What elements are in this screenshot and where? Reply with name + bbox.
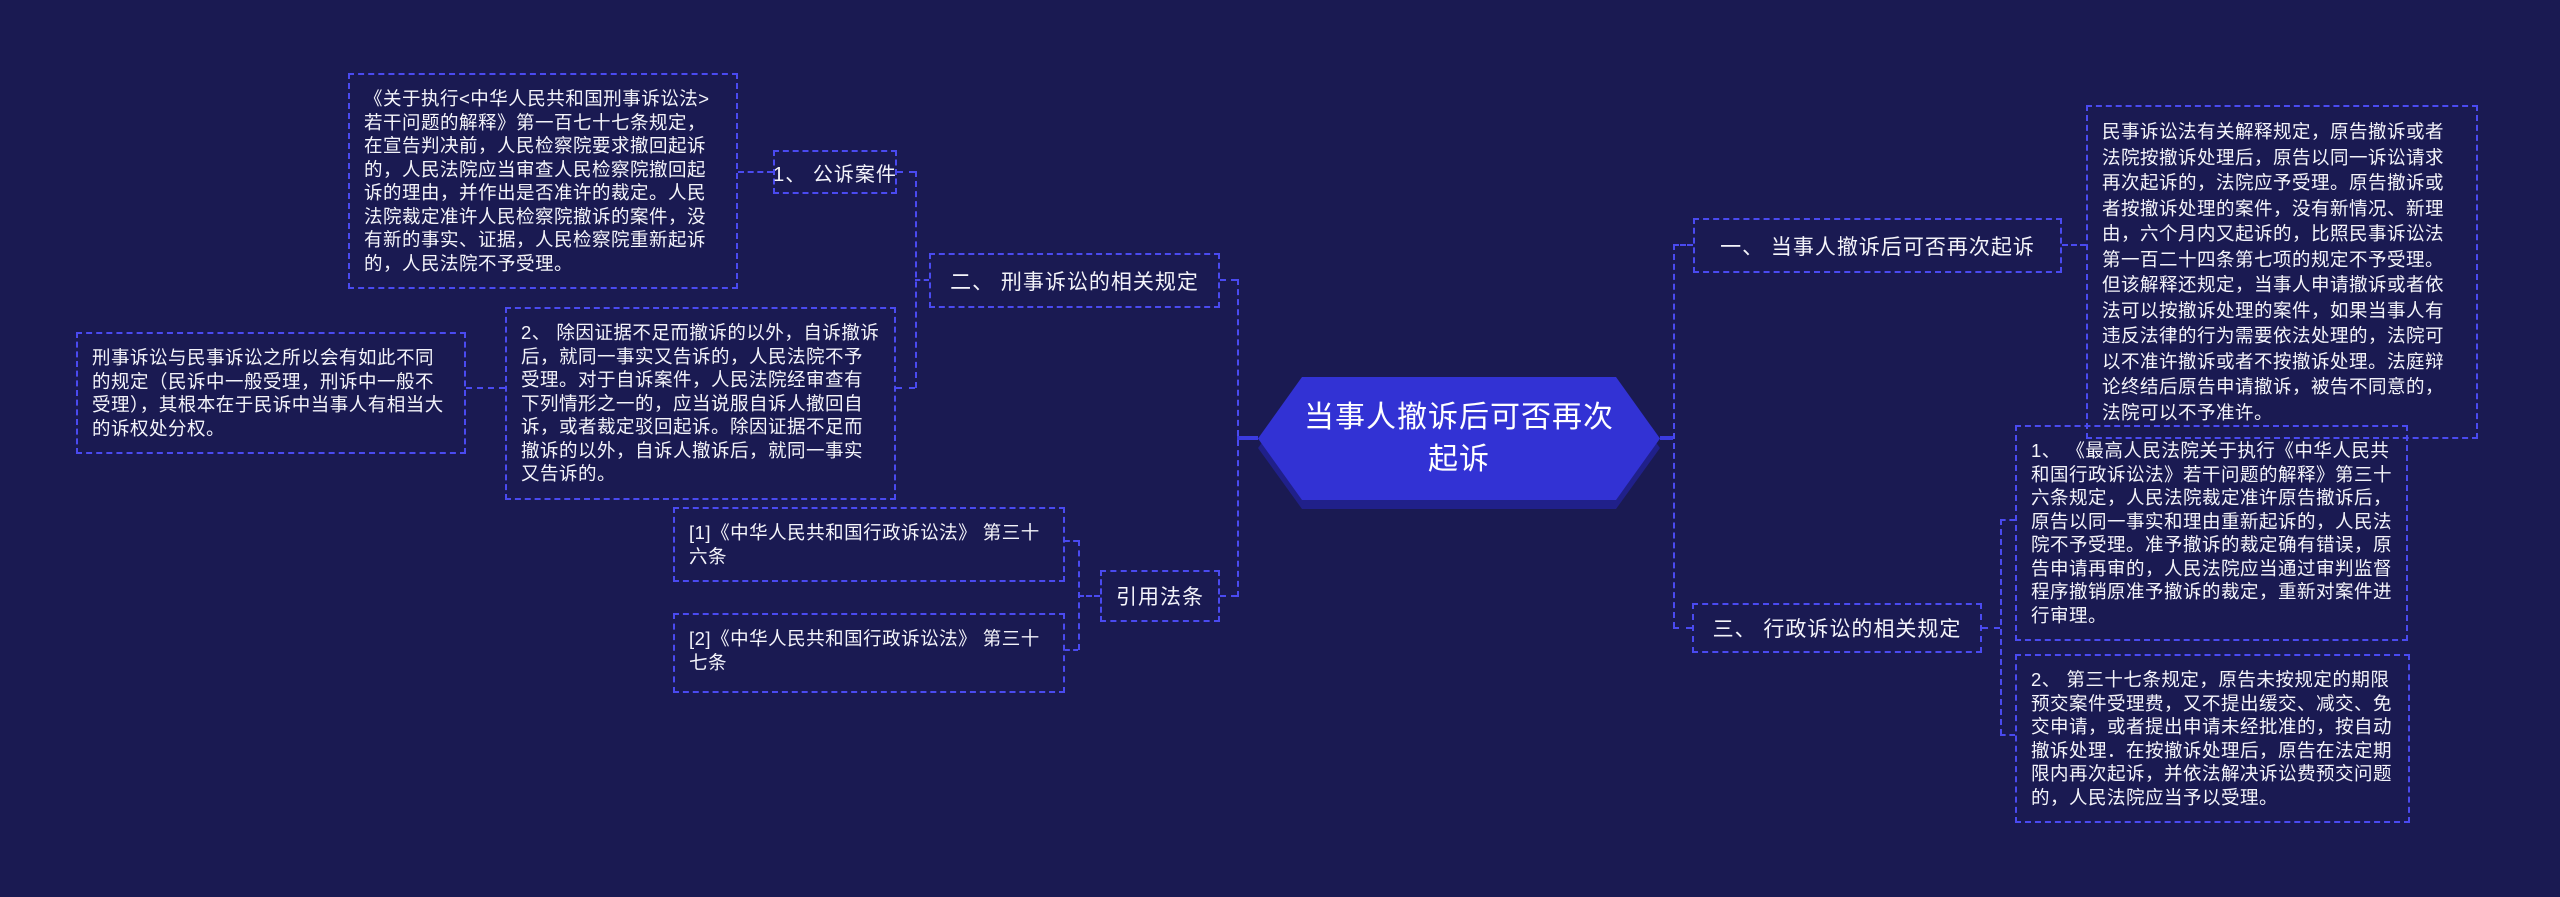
note-administrative-2[interactable]: 2、 第三十七条规定，原告未按规定的期限预交案件受理费，又不提出缓交、减交、免交… — [2015, 654, 2410, 823]
node-private-prosecution[interactable]: 2、 除因证据不足而撤诉的以外，自诉撤诉后，就同一事实又告诉的，人民法院不予受理… — [505, 307, 896, 500]
connector-line — [1982, 627, 2000, 629]
note-administrative-1[interactable]: 1、 《最高人民法院关于执行《中华人民共和国行政诉讼法》若干问题的解释》第三十六… — [2015, 425, 2408, 641]
root-topic-title: 当事人撤诉后可否再次起诉 — [1304, 400, 1614, 476]
connector-line — [1673, 244, 1693, 246]
branch-label-citations[interactable]: 引用法条 — [1100, 570, 1220, 622]
connector-line — [896, 387, 915, 389]
note-civil-withdrawal[interactable]: 民事诉讼法有关解释规定，原告撤诉或者法院按撤诉处理后，原告以同一诉讼请求再次起诉… — [2086, 105, 2478, 439]
citation-item-1[interactable]: [1]《中华人民共和国行政诉讼法》 第三十六条 — [673, 507, 1065, 582]
connector-line — [1078, 595, 1100, 597]
connector-line — [2000, 519, 2015, 521]
connector-line — [1673, 627, 1692, 629]
branch-label-criminal[interactable]: 二、 刑事诉讼的相关规定 — [929, 253, 1220, 308]
connector-line — [2062, 244, 2086, 246]
branch-label-civil[interactable]: 一、 当事人撤诉后可否再次起诉 — [1693, 218, 2062, 273]
citation-item-2[interactable]: [2]《中华人民共和国行政诉讼法》 第三十七条 — [673, 613, 1065, 693]
note-criminal-public-prosecution[interactable]: 《关于执行<中华人民共和国刑事诉讼法>若干问题的解释》第一百七十七条规定，在宣告… — [348, 73, 738, 289]
connector-line — [1065, 649, 1078, 651]
connector-line — [738, 171, 773, 173]
connector-line — [915, 279, 929, 281]
connector-line — [1237, 436, 1258, 440]
note-civil-vs-criminal[interactable]: 刑事诉讼与民事诉讼之所以会有如此不同的规定（民诉中一般受理，刑诉中一般不受理），… — [76, 332, 466, 454]
connector-line — [2000, 734, 2015, 736]
connector-line — [2000, 519, 2002, 735]
connector-line — [1673, 244, 1675, 628]
connector-line — [1660, 436, 1673, 440]
root-topic-node[interactable]: 当事人撤诉后可否再次起诉 — [1258, 377, 1660, 500]
connector-line — [897, 171, 915, 173]
connector-line — [1220, 279, 1237, 281]
connector-line — [1065, 540, 1078, 542]
node-public-prosecution[interactable]: 1、 公诉案件 — [773, 150, 897, 194]
branch-label-administrative[interactable]: 三、 行政诉讼的相关规定 — [1692, 603, 1982, 653]
connector-line — [466, 387, 505, 389]
root-topic-shape — [1258, 377, 1660, 500]
connector-line — [1220, 595, 1237, 597]
